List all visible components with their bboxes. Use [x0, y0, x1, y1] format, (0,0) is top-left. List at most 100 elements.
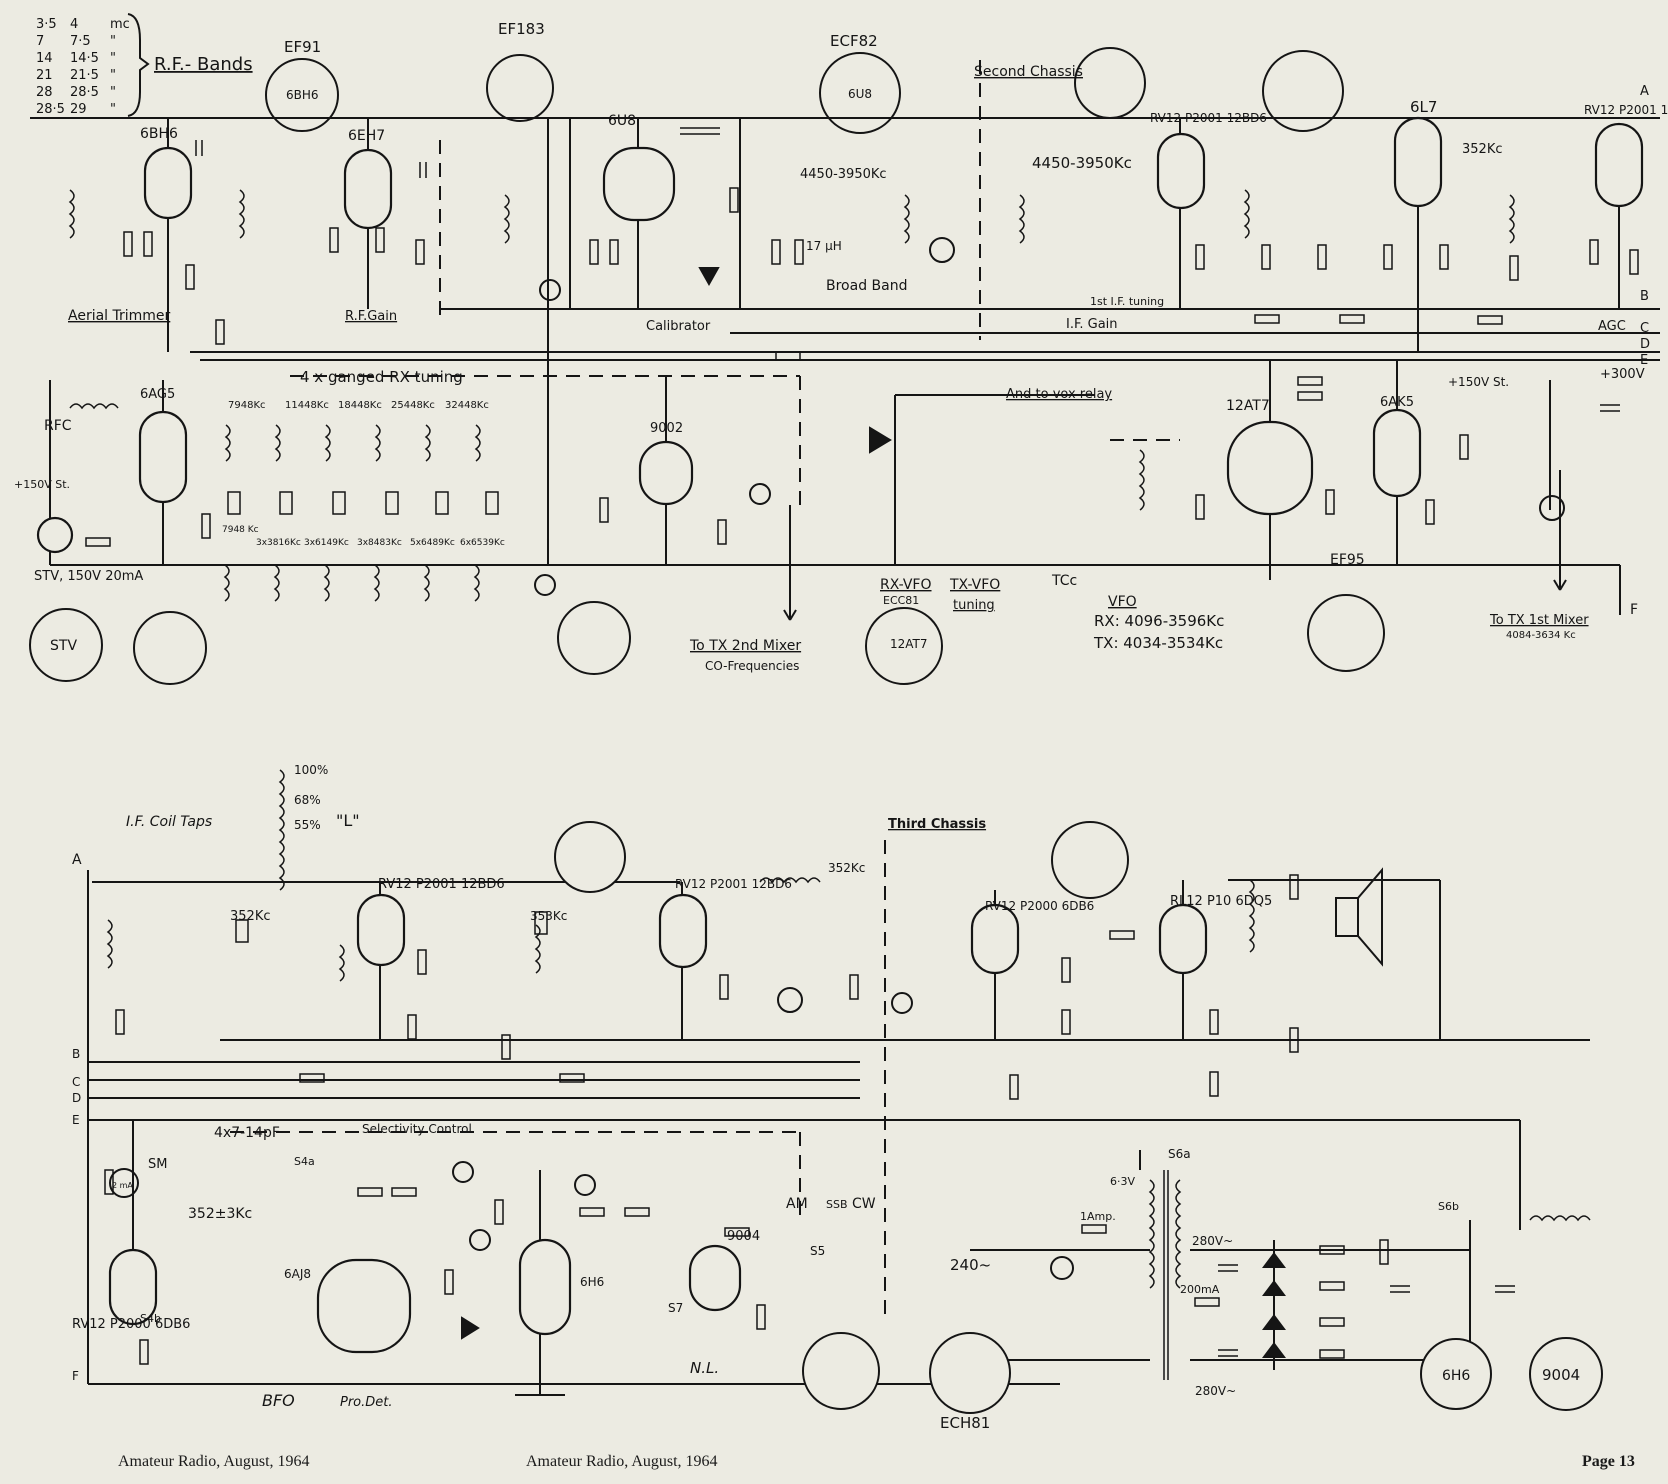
ecc81-label: ECC81 — [883, 594, 919, 607]
svg-text:3x8483Kc: 3x8483Kc — [357, 538, 402, 548]
svg-text:11448Kc: 11448Kc — [285, 400, 329, 411]
s-meter-icon — [109, 1168, 139, 1198]
tube-6aj8: 6AJ8 — [284, 1258, 412, 1354]
svg-text:": " — [110, 34, 116, 49]
band-row: 28·5 — [36, 102, 65, 117]
ef95-pin-diagram — [1307, 594, 1385, 672]
rv12-pin-diagram-a — [554, 821, 626, 893]
svg-text:7948Kc: 7948Kc — [228, 400, 266, 411]
footer-center: Amateur Radio, August, 1964 — [526, 1453, 718, 1470]
svg-text:12AT7: 12AT7 — [890, 637, 928, 651]
stv-label: STV, 150V 20mA — [34, 569, 143, 584]
svg-text:SM: SM — [148, 1157, 167, 1172]
top-annotations: Aerial Trimmer R.F.Gain 4 x ganged RX tu… — [14, 64, 1650, 673]
svg-text:F: F — [72, 1369, 79, 1383]
wires-top — [162, 118, 1620, 620]
plus150-label: +150V St. — [14, 478, 70, 491]
tuning-label: tuning — [953, 598, 995, 613]
tx-vfo-label: TX-VFO — [949, 577, 1000, 593]
svg-text:STV: STV — [50, 638, 77, 654]
ecf82-pin-diagram — [819, 52, 901, 134]
svg-text:A: A — [72, 852, 82, 868]
svg-text:2 mA: 2 mA — [112, 1181, 133, 1190]
6h6-pin-diagram — [1420, 1338, 1492, 1410]
aerial-trimmer-label: Aerial Trimmer — [68, 308, 171, 324]
svg-text:1Amp.: 1Amp. — [1080, 1210, 1116, 1223]
352kc-label: 352Kc — [1462, 142, 1503, 157]
freq-4450-label: 4450-3950Kc — [800, 167, 887, 182]
svg-text:6AG5: 6AG5 — [140, 387, 175, 402]
rfc-label: RFC — [44, 418, 72, 434]
17uh-label: 17 µH — [806, 239, 842, 253]
svg-text:EF183: EF183 — [498, 20, 545, 38]
6ag5-pin-diagram — [133, 611, 207, 685]
9002-pin-diagram — [557, 601, 631, 675]
rv12-pin-diagram-top — [1074, 47, 1146, 119]
top-rails — [30, 60, 1660, 615]
crystal-bank — [227, 491, 499, 515]
agc-label: AGC — [1598, 319, 1626, 334]
tube-6ak5: 6AK5 — [1372, 395, 1422, 498]
tube-rv12-12bd-b: RV12 P2001 12BD6 — [658, 877, 792, 969]
svg-text:S7: S7 — [668, 1301, 683, 1315]
tubes-bottom: RV12 P2001 12BD6 RV12 P2001 12BD6 RV12 P… — [72, 877, 1272, 1354]
rectifier-diodes — [1262, 1240, 1286, 1370]
tube-rl12: RL12 P10 6DQ5 — [1158, 894, 1272, 975]
svg-text:32448Kc: 32448Kc — [445, 400, 489, 411]
tube-rv12-right: RV12 P2001 12BD6 — [1584, 103, 1668, 208]
band-row: 14 — [36, 51, 53, 66]
svg-text:55%: 55% — [294, 818, 321, 832]
svg-text:29: 29 — [70, 102, 87, 117]
svg-text:353Kc: 353Kc — [530, 909, 567, 923]
svg-text:3x6149Kc: 3x6149Kc — [304, 538, 349, 548]
svg-text:S4a: S4a — [294, 1155, 315, 1168]
svg-text:100%: 100% — [294, 763, 328, 777]
tube-rv12-12bd-a: RV12 P2001 12BD6 — [356, 877, 505, 967]
svg-text:6U8: 6U8 — [848, 87, 872, 101]
ganged-tuning-label: 4 x ganged RX tuning — [300, 368, 463, 386]
co-frequencies: CO-Frequencies — [705, 659, 799, 673]
passives-bottom — [104, 874, 1515, 1365]
svg-text:12AT7: 12AT7 — [1226, 398, 1270, 414]
freq-4450b-label: 4450-3950Kc — [1032, 154, 1132, 172]
if-gain-label: I.F. Gain — [1066, 317, 1118, 332]
svg-text:S4b: S4b — [140, 1312, 161, 1325]
vfo-rx-label: RX: 4096-3596Kc — [1094, 612, 1224, 630]
if-coil-taps: I.F. Coil Taps 100% 68% 55% "L" — [126, 763, 360, 891]
tube-rv12-6db6: RV12 P2000 6DB6 — [970, 899, 1094, 975]
svg-text:": " — [110, 102, 116, 117]
svg-text:Pro.Det.: Pro.Det. — [340, 1395, 393, 1410]
svg-text:EF91: EF91 — [284, 38, 321, 56]
svg-text:6EH7: 6EH7 — [348, 128, 385, 144]
svg-text:RV12 P2001 12BD6: RV12 P2001 12BD6 — [1584, 103, 1668, 117]
svg-text:RL12 P10 6DQ5: RL12 P10 6DQ5 — [1170, 894, 1272, 909]
coils-bottom — [106, 877, 1591, 1380]
ech81-pin-diagram — [929, 1332, 1011, 1414]
svg-text:240~: 240~ — [950, 1256, 991, 1274]
svg-text:D: D — [1640, 337, 1650, 352]
svg-text:18448Kc: 18448Kc — [338, 400, 382, 411]
tube-6bh6: 6BH6 — [140, 126, 193, 220]
tcc-label: TCc — [1051, 573, 1077, 589]
svg-text:352Kc: 352Kc — [828, 861, 865, 875]
svg-text:RV12 P2001 12BD6: RV12 P2001 12BD6 — [675, 877, 792, 891]
ef91-pin-diagram — [265, 58, 339, 132]
vfo-tx-label: TX: 4034-3534Kc — [1093, 634, 1223, 652]
svg-text:I.F. Coil Taps: I.F. Coil Taps — [126, 814, 212, 830]
svg-text:6L7: 6L7 — [1410, 98, 1437, 116]
tube-6h6: 6H6 — [518, 1238, 604, 1336]
band-row: 7 — [36, 34, 44, 49]
vfo-label: VFO — [1108, 594, 1137, 610]
passives-top — [85, 127, 1639, 547]
svg-text:F: F — [1630, 602, 1638, 618]
rv12-pin-diagram-b — [802, 1332, 880, 1410]
wires-bottom — [132, 879, 1521, 1396]
svg-text:D: D — [72, 1091, 81, 1105]
svg-text:5x6489Kc: 5x6489Kc — [410, 538, 455, 548]
svg-text:A: A — [1640, 84, 1649, 99]
pin-diagrams-bottom: 6H6 9004 — [554, 821, 1603, 1414]
svg-text:AM: AM — [786, 1196, 808, 1212]
svg-text:B: B — [1640, 289, 1649, 304]
